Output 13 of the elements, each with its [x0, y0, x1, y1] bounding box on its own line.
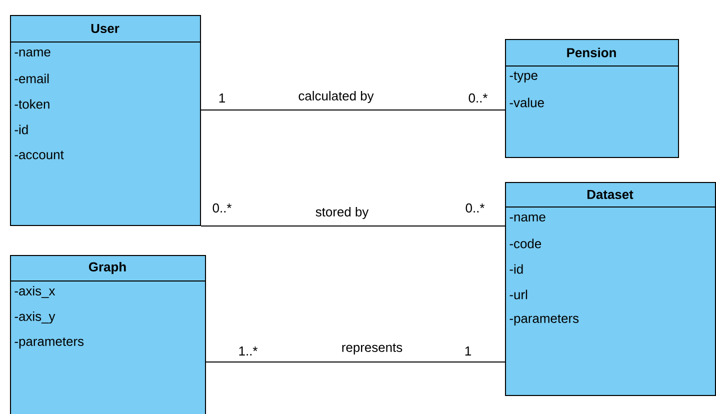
class-box: User -name -email -token -id -account [10, 15, 201, 226]
multiplicity-label: 0..* [464, 202, 486, 214]
class-box: Pension -type -value [504, 39, 679, 158]
edge-label: stored by [314, 206, 370, 220]
edge-label: represents [340, 342, 404, 356]
multiplicity-label: 0..* [467, 92, 489, 104]
multiplicity-label: 0..* [211, 202, 233, 214]
class-box: Dataset -name -code -id -url -parameters [504, 182, 716, 396]
class-box: Graph -axis_x -axis_y -parameters [10, 255, 206, 414]
multiplicity-label: 1 [217, 92, 227, 104]
edge-label: calculated by [297, 90, 375, 104]
multiplicity-label: 1 [463, 346, 473, 356]
multiplicity-label: 1..* [237, 346, 259, 356]
